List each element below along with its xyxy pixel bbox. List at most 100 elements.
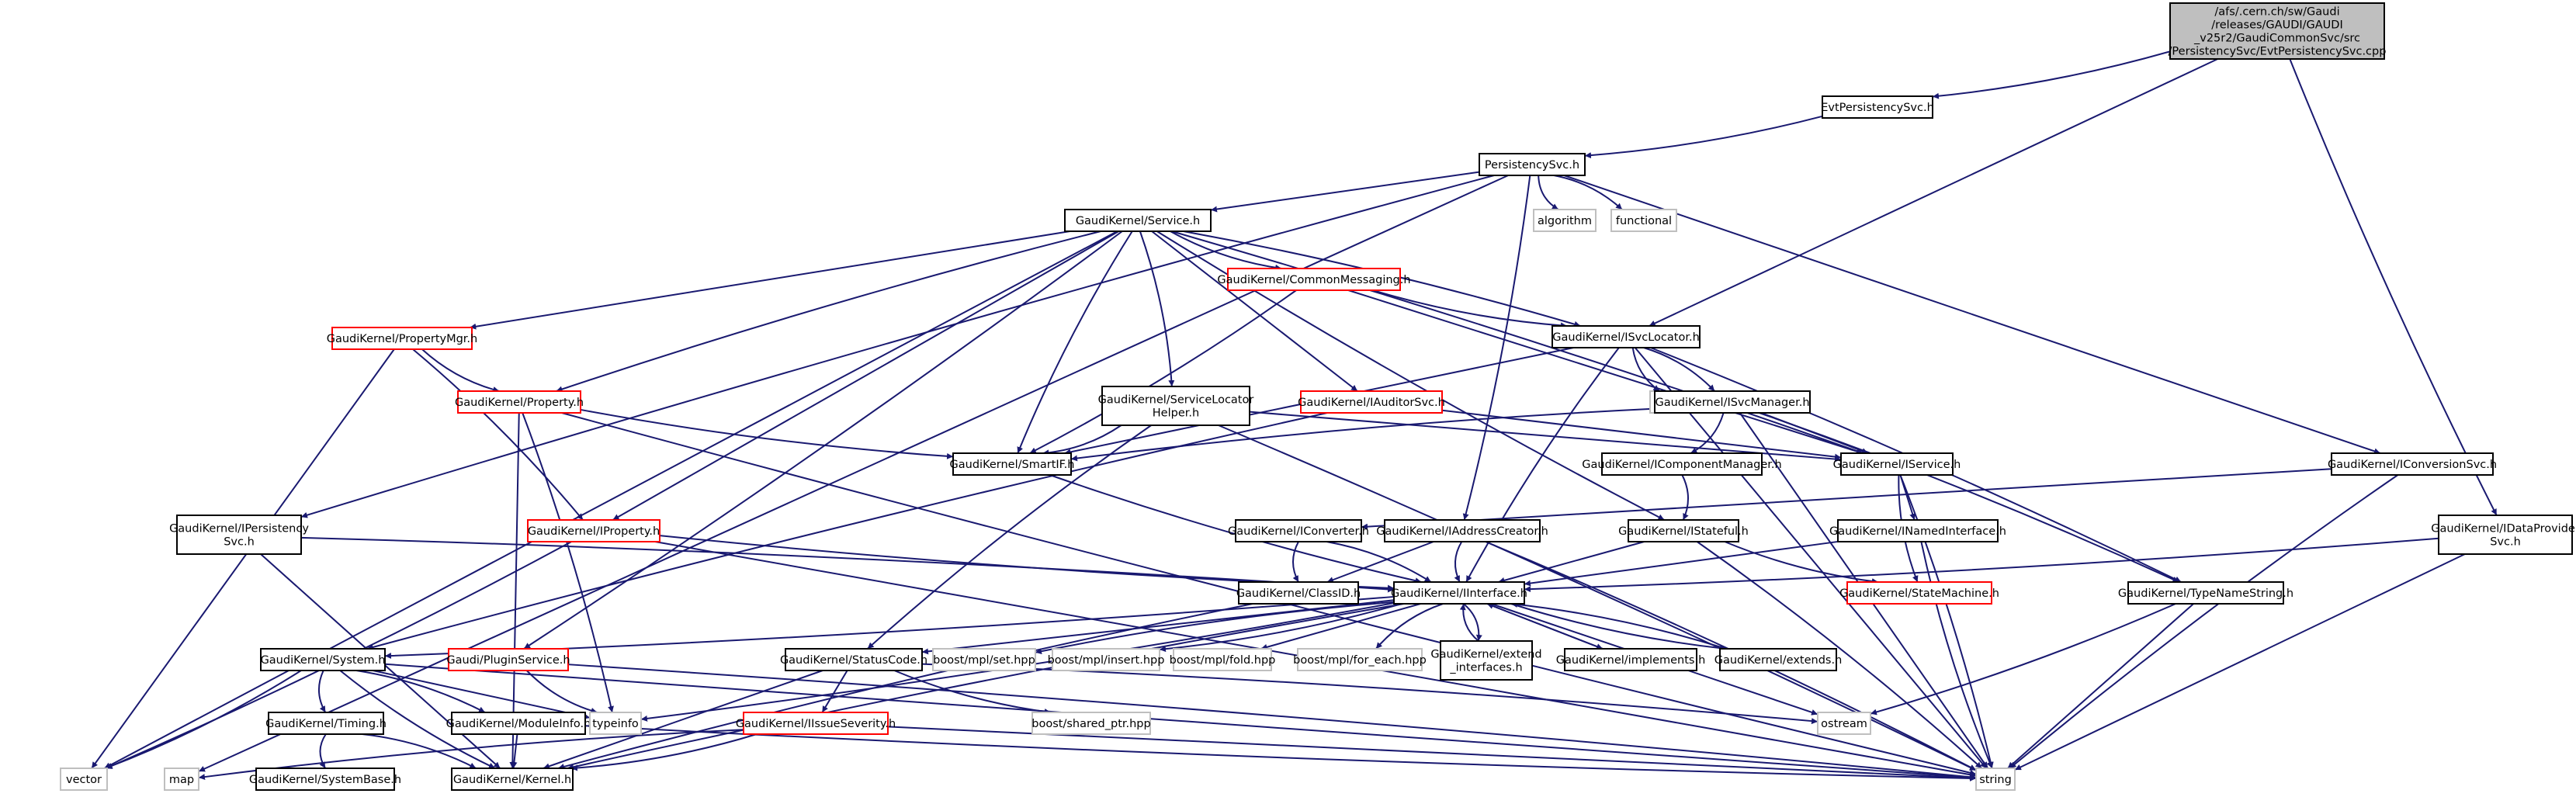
edge-implements-to-iinterface — [1486, 603, 1603, 650]
edge-extendif-to-iinterface — [1459, 603, 1479, 642]
node-evtps[interactable]: EvtPersistencySvc.h — [1821, 95, 1934, 119]
node-box-idataprov[interactable] — [2438, 515, 2573, 555]
node-label-ipersist: GaudiKernel/IPersistency — [169, 523, 309, 535]
node-extendif[interactable]: GaudiKernel/extend_interfaces.h — [1430, 640, 1542, 681]
node-box-statemachine[interactable] — [1846, 581, 1992, 605]
node-inamed[interactable]: GaudiKernel/INamedInterface.h — [1829, 519, 2006, 542]
node-isvcloc[interactable]: GaudiKernel/ISvcLocator.h — [1551, 325, 1701, 348]
node-box-iaddr[interactable] — [1384, 519, 1541, 542]
node-box-classid[interactable] — [1238, 581, 1359, 605]
node-box-moduleinfo[interactable] — [451, 712, 586, 735]
node-typename[interactable]: GaudiKernel/TypeNameString.h — [2118, 581, 2293, 605]
node-box-isvcmgr[interactable] — [1654, 390, 1811, 414]
node-box-iservice[interactable] — [1840, 452, 1954, 476]
node-classid[interactable]: GaudiKernel/ClassID.h — [1236, 581, 1361, 605]
node-iconverter[interactable]: GaudiKernel/IConverter.h — [1228, 519, 1369, 542]
node-sysbase[interactable]: GaudiKernel/SystemBase.h — [249, 768, 401, 791]
node-icompmgr[interactable]: GaudiKernel/IComponentManager.h — [1582, 452, 1782, 476]
node-smartif[interactable]: GaudiKernel/SmartIF.h — [950, 452, 1075, 476]
node-box-statuscode[interactable] — [785, 648, 923, 671]
edge-ps-to-functional — [1553, 175, 1623, 210]
node-label-timing: GaudiKernel/Timing.h — [265, 718, 387, 730]
node-box-typename[interactable] — [2127, 581, 2284, 605]
node-label-isvcmgr: GaudiKernel/ISvcManager.h — [1655, 397, 1809, 409]
node-box-inamed[interactable] — [1837, 519, 1999, 542]
node-box-property[interactable] — [457, 390, 581, 414]
node-box-iinterface[interactable] — [1393, 581, 1525, 605]
node-box-slhelper[interactable] — [1101, 386, 1250, 426]
node-box-iseverity[interactable] — [743, 712, 889, 735]
node-box-evtps[interactable] — [1822, 95, 1933, 119]
edge-service-to-iauditor — [1151, 230, 1358, 392]
node-box-extendif[interactable] — [1440, 640, 1533, 681]
node-label-root: /afs/.cern.ch/sw/Gaudi — [2214, 6, 2339, 19]
node-istateful[interactable]: GaudiKernel/IStateful.h — [1618, 519, 1749, 542]
node-isvcmgr[interactable]: GaudiKernel/ISvcManager.h — [1654, 390, 1811, 414]
node-label-icompmgr: GaudiKernel/IComponentManager.h — [1582, 459, 1781, 471]
node-property[interactable]: GaudiKernel/Property.h — [455, 390, 584, 414]
node-service[interactable]: GaudiKernel/Service.h — [1064, 209, 1212, 232]
node-box-system[interactable] — [260, 648, 386, 671]
edge-iseverity-to-kernel — [570, 733, 758, 771]
node-mplfold: boost/mpl/fold.hpp — [1170, 648, 1275, 671]
node-label-ostream: ostream — [1821, 718, 1867, 730]
node-label-idataprov: Svc.h — [2490, 536, 2521, 549]
edge-isvcmgr-to-smartif — [1070, 407, 1656, 462]
edge-system-to-kernel — [339, 670, 496, 769]
node-label-slhelper: Helper.h — [1153, 407, 1199, 420]
node-system[interactable]: GaudiKernel/System.h — [260, 648, 386, 671]
node-box-istateful[interactable] — [1628, 519, 1739, 542]
node-iconvsvc[interactable]: GaudiKernel/IConversionSvc.h — [2328, 452, 2497, 476]
node-box-extends[interactable] — [1719, 648, 1837, 671]
node-box-implements[interactable] — [1564, 648, 1697, 671]
node-label-evtps: EvtPersistencySvc.h — [1821, 102, 1934, 114]
node-propmgr[interactable]: GaudiKernel/PropertyMgr.h — [327, 327, 477, 350]
node-label-inamed: GaudiKernel/INamedInterface.h — [1829, 525, 2006, 538]
node-box-timing[interactable] — [268, 712, 384, 735]
node-statuscode[interactable]: GaudiKernel/StatusCode.h — [780, 648, 927, 671]
node-box-iauditor[interactable] — [1300, 390, 1443, 414]
node-ps[interactable]: PersistencySvc.h — [1479, 153, 1586, 176]
node-box-iconverter[interactable] — [1235, 519, 1362, 542]
node-root[interactable]: /afs/.cern.ch/sw/Gaudi/releases/GAUDI/GA… — [2169, 2, 2387, 60]
node-box-sysbase[interactable] — [255, 768, 395, 791]
node-iservice[interactable]: GaudiKernel/IService.h — [1833, 452, 1961, 476]
node-label-system: GaudiKernel/System.h — [261, 654, 386, 667]
node-iaddr[interactable]: GaudiKernel/IAddressCreator.h — [1376, 519, 1548, 542]
node-extends[interactable]: GaudiKernel/extends.h — [1714, 648, 1843, 671]
node-kernel[interactable]: GaudiKernel/Kernel.h — [451, 768, 574, 791]
node-commsg[interactable]: GaudiKernel/CommonMessaging.h — [1217, 268, 1411, 291]
node-box-iconvsvc[interactable] — [2331, 452, 2494, 476]
node-box-smartif[interactable] — [952, 452, 1072, 476]
edge-propmgr-to-iproperty — [412, 348, 584, 521]
node-box-icompmgr[interactable] — [1601, 452, 1763, 476]
node-label-propmgr: GaudiKernel/PropertyMgr.h — [327, 333, 477, 345]
node-moduleinfo[interactable]: GaudiKernel/ModuleInfo.h — [446, 712, 591, 735]
node-iinterface[interactable]: GaudiKernel/IInterface.h — [1391, 581, 1527, 605]
node-box-commsg[interactable] — [1227, 268, 1401, 291]
node-implements[interactable]: GaudiKernel/implements.h — [1556, 648, 1706, 671]
node-iproperty[interactable]: GaudiKernel/IProperty.h — [527, 519, 660, 542]
node-box-propmgr[interactable] — [331, 327, 473, 350]
node-box-iproperty[interactable] — [527, 519, 660, 542]
node-box-service[interactable] — [1064, 209, 1212, 232]
node-box-isvcloc[interactable] — [1551, 325, 1701, 348]
node-typeinfo: typeinfo — [589, 712, 642, 735]
node-box-kernel[interactable] — [451, 768, 574, 791]
node-iauditor[interactable]: GaudiKernel/IAuditorSvc.h — [1298, 390, 1445, 414]
node-timing[interactable]: GaudiKernel/Timing.h — [265, 712, 387, 735]
node-label-iauditor: GaudiKernel/IAuditorSvc.h — [1298, 397, 1445, 409]
node-box-root[interactable] — [2169, 2, 2385, 60]
node-box-ipersist[interactable] — [176, 515, 302, 555]
node-iseverity[interactable]: GaudiKernel/IIssueSeverity.h — [736, 712, 896, 735]
node-pluginsvc[interactable]: Gaudi/PluginService.h — [446, 648, 570, 671]
edge-isvcloc-to-list — [1631, 347, 1660, 392]
edge-iconvsvc-to-iconverter — [1361, 468, 2332, 530]
node-label-isvcloc: GaudiKernel/ISvcLocator.h — [1552, 331, 1700, 344]
node-statemachine[interactable]: GaudiKernel/StateMachine.h — [1839, 581, 1999, 605]
node-box-pluginsvc[interactable] — [448, 648, 569, 671]
node-box-ps[interactable] — [1479, 153, 1586, 176]
